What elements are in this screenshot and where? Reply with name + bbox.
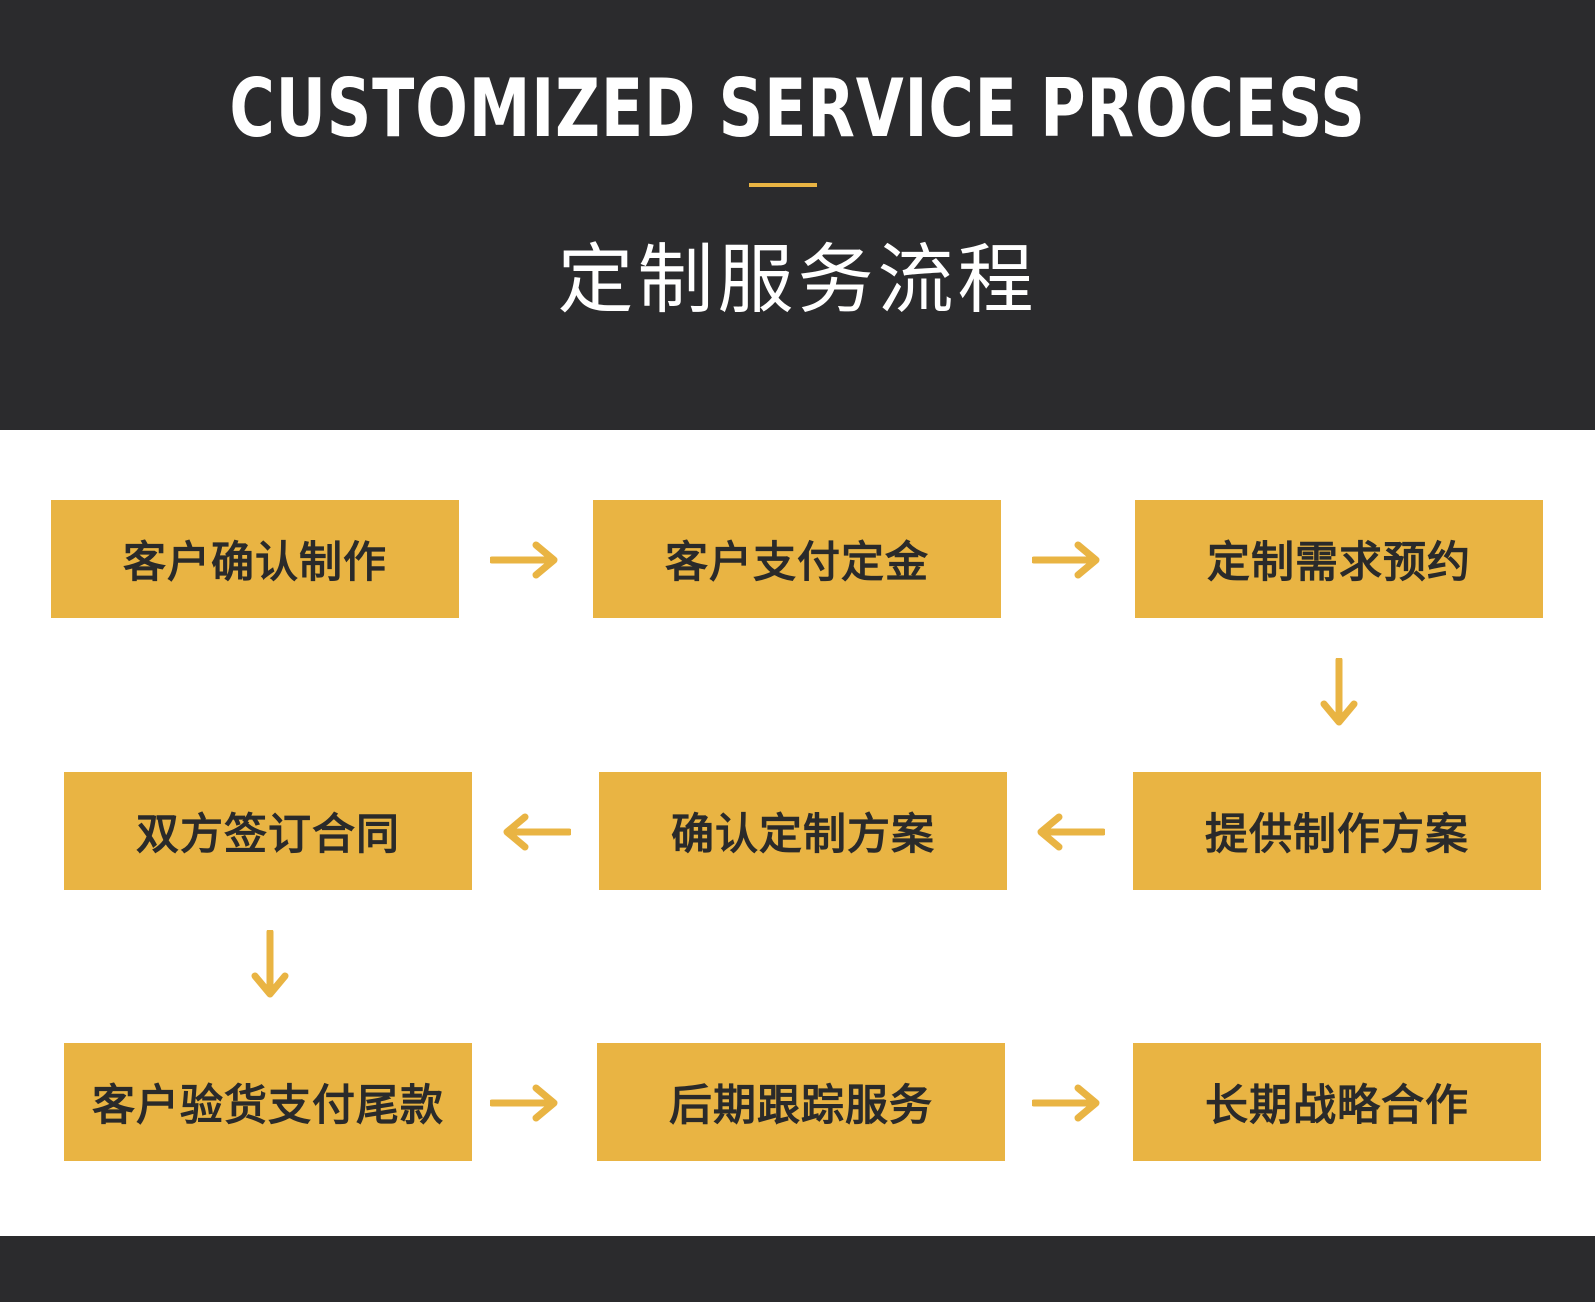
arrow-left-icon: [1037, 813, 1105, 851]
header-banner: CUSTOMIZED SERVICE PROCESS 定制服务流程: [0, 0, 1595, 430]
arrow-left-icon: [503, 813, 571, 851]
title-english: CUSTOMIZED SERVICE PROCESS: [229, 62, 1366, 155]
arrow-down-icon: [1320, 658, 1358, 726]
step-4: 提供制作方案: [1133, 772, 1541, 890]
step-3: 定制需求预约: [1135, 500, 1543, 618]
step-1: 客户确认制作: [51, 500, 459, 618]
arrow-right-icon: [1032, 541, 1100, 579]
arrow-down-icon: [251, 930, 289, 998]
title-chinese: 定制服务流程: [557, 235, 1038, 324]
step-2: 客户支付定金: [593, 500, 1001, 618]
arrow-right-icon: [490, 541, 558, 579]
step-9: 长期战略合作: [1133, 1043, 1541, 1161]
footer-band: [0, 1236, 1595, 1302]
title-divider: [749, 183, 817, 187]
arrow-right-icon: [490, 1084, 558, 1122]
step-6: 双方签订合同: [64, 772, 472, 890]
step-8: 后期跟踪服务: [597, 1043, 1005, 1161]
step-5: 确认定制方案: [599, 772, 1007, 890]
step-7: 客户验货支付尾款: [64, 1043, 472, 1161]
arrow-right-icon: [1032, 1084, 1100, 1122]
